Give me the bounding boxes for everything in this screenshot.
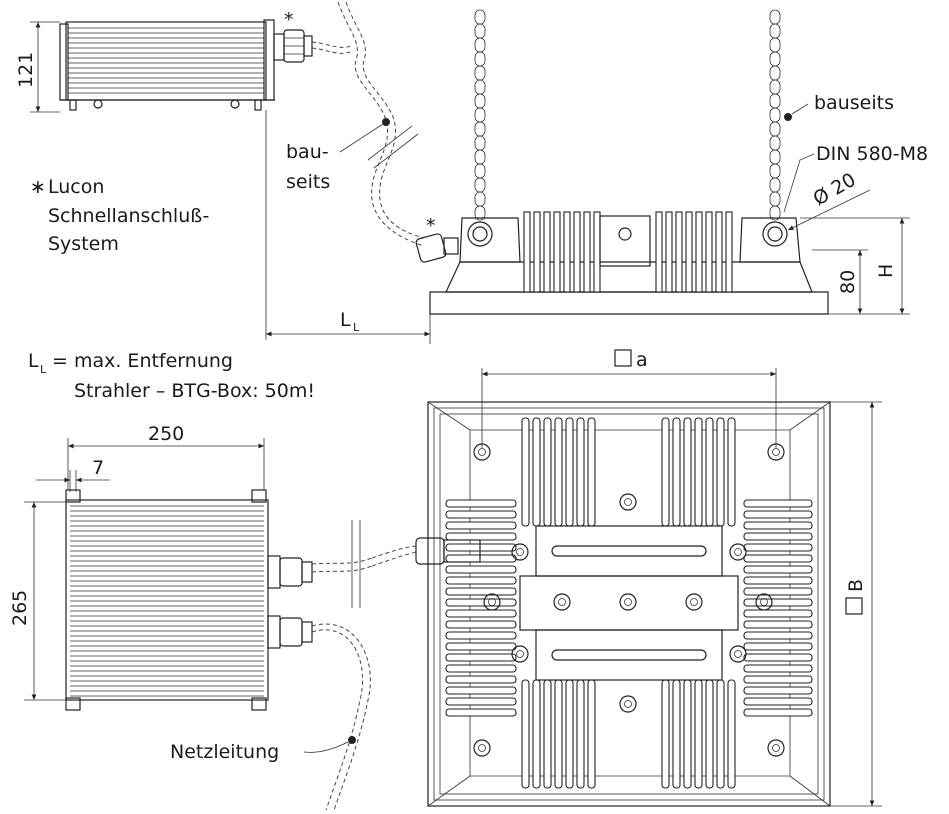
- cable-to-fixture: [311, 1, 425, 247]
- quick-connect-star-top: *: [284, 9, 294, 31]
- bauseits-left-line1: bau-: [286, 141, 329, 163]
- dim-ll-subscript: L: [353, 321, 360, 334]
- dim-ll-label: L: [340, 309, 351, 331]
- bauseits-right-dot: [784, 113, 792, 121]
- dim-a-label: a: [636, 349, 648, 371]
- dim-80-label: 80: [837, 270, 859, 294]
- dimension-7: [36, 470, 110, 492]
- fixture-top-view: [415, 401, 831, 807]
- dimension-80-h: [800, 217, 910, 315]
- din-580-label: DIN 580-M8: [816, 143, 928, 165]
- din-leader: [783, 153, 815, 213]
- dim-265-label: 265: [9, 590, 31, 626]
- fixture-side-view: [415, 9, 829, 315]
- dimension-b: [830, 401, 882, 807]
- dim-7-label: 7: [92, 457, 104, 479]
- dim-h-label: H: [875, 264, 897, 278]
- quick-connect-star-fixture: *: [426, 215, 436, 237]
- note-l-subscript: L: [40, 363, 47, 376]
- dim-121-label: 121: [15, 52, 37, 88]
- square-symbol-b: [845, 597, 863, 615]
- btg-box-top-view: [65, 489, 417, 811]
- diameter-20-label: Ø 20: [810, 169, 860, 211]
- netzleitung-dot: [348, 736, 356, 744]
- note-line1: = max. Entfernung: [52, 350, 233, 372]
- note-line2: Strahler – BTG-Box: 50m!: [74, 380, 315, 402]
- legend-star: ∗: [30, 176, 46, 198]
- netzleitung-label: Netzleitung: [170, 741, 279, 763]
- bauseits-left-line2: seits: [286, 171, 330, 193]
- legend-line2: Schnellanschluß-: [48, 205, 209, 227]
- dimension-a: [481, 349, 777, 448]
- btg-box-side-view: [59, 19, 313, 111]
- dimension-265: [24, 501, 66, 701]
- dim-b-label: B: [845, 579, 867, 592]
- note-l-symbol: L: [28, 350, 39, 372]
- dimension-121: [30, 21, 60, 113]
- legend-line3: System: [48, 233, 119, 255]
- square-symbol-a: [614, 349, 632, 367]
- dim-250-label: 250: [148, 423, 184, 445]
- legend-line1: Lucon: [48, 176, 104, 198]
- bauseits-right-label: bauseits: [814, 92, 894, 114]
- dimension-ll: [266, 314, 431, 344]
